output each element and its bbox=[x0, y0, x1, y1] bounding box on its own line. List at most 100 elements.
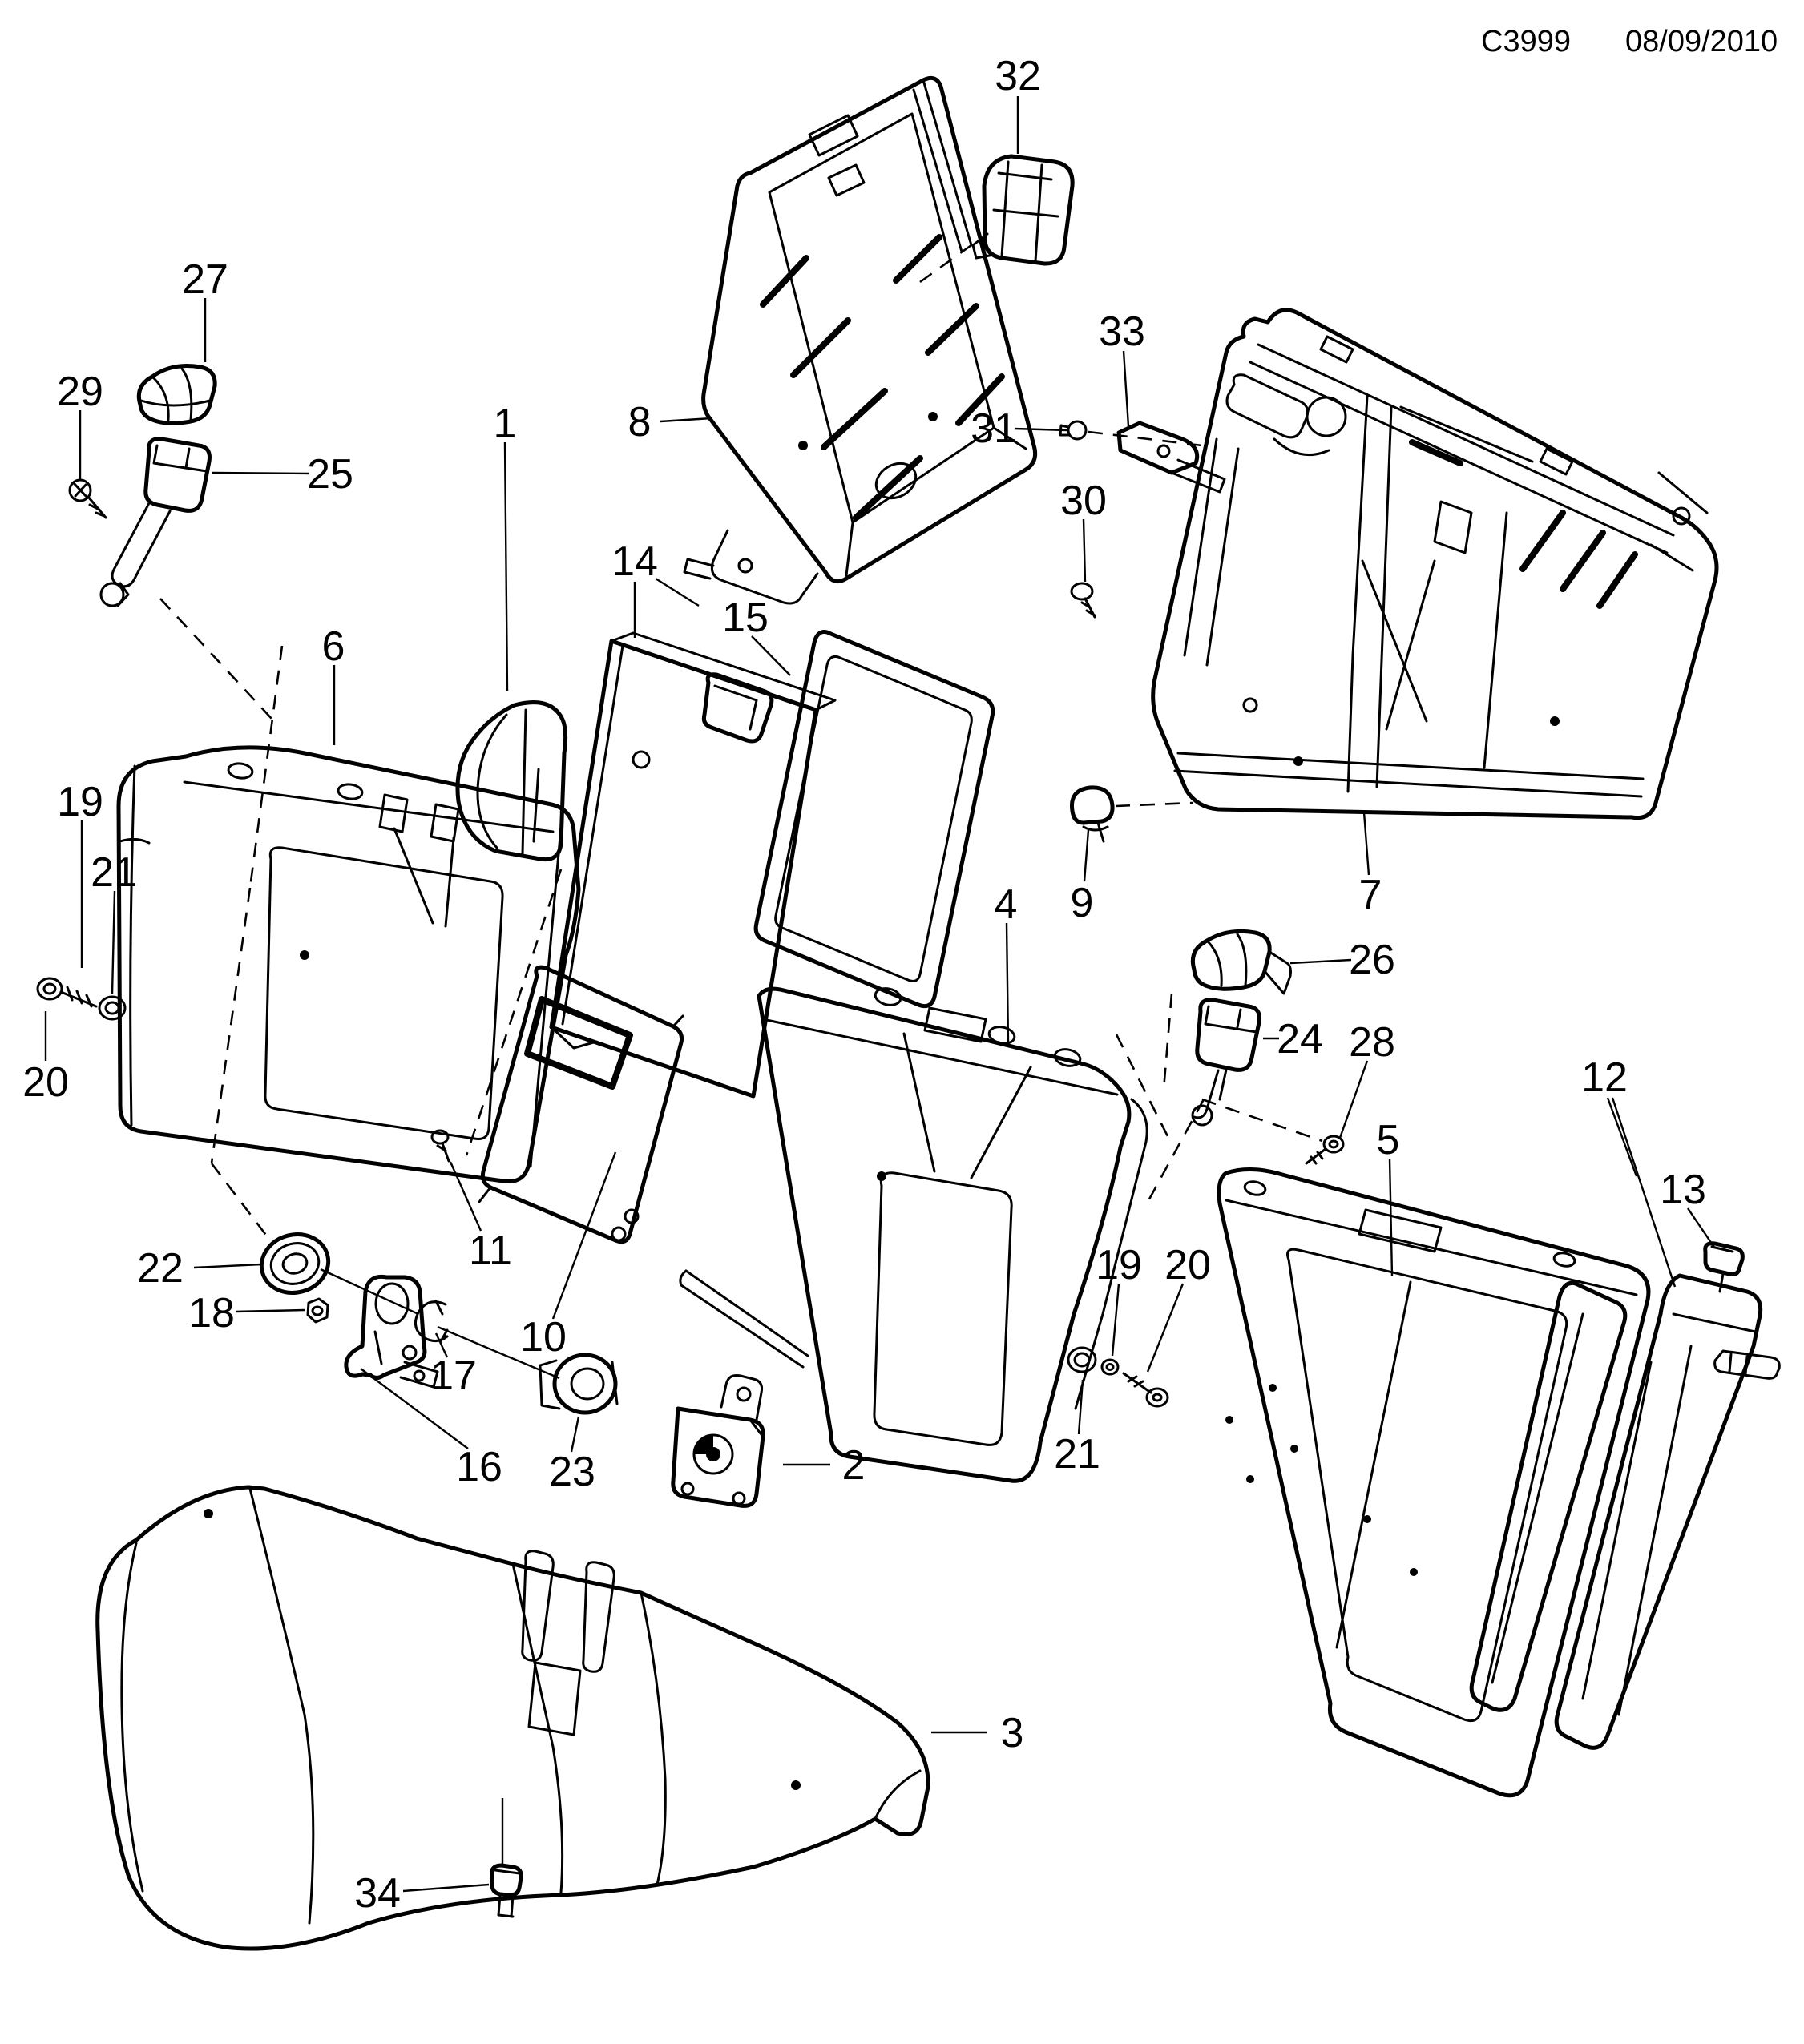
part-26-guide-cap-drawing bbox=[1190, 929, 1292, 995]
part-label-13: 13 bbox=[1660, 1167, 1706, 1213]
part-label-19: 19 bbox=[1096, 1242, 1142, 1288]
leader-line-18 bbox=[235, 1308, 305, 1313]
leader-line-1 bbox=[503, 441, 509, 691]
leader-line-21 bbox=[1077, 1379, 1084, 1435]
part-label-4: 4 bbox=[995, 881, 1018, 928]
part-19-lockwasher-right-drawing bbox=[1100, 1358, 1120, 1376]
leader-line-21 bbox=[111, 890, 116, 994]
part-label-10: 10 bbox=[520, 1314, 567, 1361]
part-label-3: 3 bbox=[1001, 1710, 1024, 1756]
part-20-screw-left-drawing bbox=[36, 977, 98, 1008]
leader-line-4 bbox=[1005, 922, 1010, 1042]
part-18-nut-drawing bbox=[306, 1297, 329, 1324]
part-label-27: 27 bbox=[182, 256, 228, 303]
part-label-8: 8 bbox=[628, 399, 652, 445]
part-label-22: 22 bbox=[137, 1245, 184, 1292]
part-27-guide-cap-drawing bbox=[136, 364, 217, 425]
part-label-30: 30 bbox=[1060, 478, 1107, 524]
construction-dashed-lines bbox=[159, 244, 1323, 1238]
part-28-screw-drawing bbox=[1305, 1135, 1345, 1165]
part-32-latch-cover-drawing bbox=[971, 154, 1075, 266]
part-label-19: 19 bbox=[57, 779, 103, 825]
leader-line-10 bbox=[551, 1151, 617, 1320]
drawing-code: C3999 bbox=[1481, 25, 1571, 58]
part-label-9: 9 bbox=[1071, 880, 1094, 926]
part-7-frame-drawing bbox=[1151, 308, 1719, 820]
part-label-33: 33 bbox=[1099, 308, 1145, 355]
part-9-clip-drawing bbox=[1069, 785, 1115, 843]
part-label-12: 12 bbox=[1581, 1054, 1628, 1101]
part-30-screw-drawing bbox=[1070, 582, 1096, 619]
part-21-washer-right-drawing bbox=[1067, 1346, 1097, 1373]
leader-line-14 bbox=[655, 577, 700, 607]
part-label-15: 15 bbox=[722, 595, 769, 641]
part-2-latch-drawing bbox=[671, 1374, 765, 1508]
leader-line-22 bbox=[193, 1263, 262, 1269]
part-1-cover-drawing bbox=[455, 700, 568, 862]
leader-line-31 bbox=[1014, 427, 1068, 432]
part-25-guide-drawing bbox=[99, 437, 212, 607]
leader-line-12 bbox=[1606, 1097, 1638, 1177]
leader-line-25 bbox=[211, 471, 310, 475]
part-label-34: 34 bbox=[354, 1870, 401, 1917]
part-21-washer-left-drawing bbox=[98, 995, 127, 1021]
part-label-32: 32 bbox=[995, 53, 1041, 99]
part-label-21: 21 bbox=[1054, 1431, 1100, 1478]
part-15-mat-drawing bbox=[753, 630, 995, 1009]
part-3-seat-cushion-drawing bbox=[95, 1485, 930, 1951]
part-label-16: 16 bbox=[456, 1444, 502, 1490]
leader-line-16 bbox=[360, 1368, 469, 1449]
leader-line-12 bbox=[1611, 1097, 1677, 1288]
part-17-clip-drawing bbox=[414, 1300, 449, 1343]
part-label-1: 1 bbox=[494, 401, 517, 447]
leader-line-33 bbox=[1122, 350, 1130, 427]
part-label-23: 23 bbox=[549, 1449, 595, 1495]
part-10-armrest-drawing bbox=[478, 965, 684, 1244]
part-label-31: 31 bbox=[971, 405, 1017, 452]
part-label-25: 25 bbox=[307, 451, 353, 498]
leader-line-9 bbox=[1083, 829, 1090, 882]
leader-line-20 bbox=[1146, 1283, 1185, 1373]
part-label-2: 2 bbox=[842, 1442, 866, 1489]
drawing-date: 08/09/2010 bbox=[1625, 25, 1778, 58]
part-label-21: 21 bbox=[91, 849, 137, 896]
part-20-screw-right-drawing bbox=[1122, 1372, 1169, 1408]
part-11-screw-drawing bbox=[430, 1129, 450, 1163]
part-24-guide-drawing bbox=[1191, 998, 1261, 1127]
part-label-28: 28 bbox=[1349, 1019, 1395, 1066]
leader-line-11 bbox=[449, 1161, 482, 1232]
part-label-20: 20 bbox=[22, 1059, 69, 1106]
leader-line-26 bbox=[1289, 958, 1352, 965]
leader-line-8 bbox=[660, 417, 712, 423]
part-14-tray-drawing bbox=[549, 631, 837, 1099]
part-29-screw-drawing bbox=[68, 478, 107, 519]
leader-line-23 bbox=[570, 1416, 580, 1453]
leader-line-30 bbox=[1082, 518, 1087, 583]
part-label-14: 14 bbox=[611, 538, 658, 585]
part-8-frame-drawing bbox=[683, 75, 1038, 605]
part-label-20: 20 bbox=[1164, 1242, 1211, 1288]
part-label-17: 17 bbox=[430, 1353, 477, 1399]
part-12-bolster-left-drawing bbox=[1469, 1280, 1628, 1712]
part-label-29: 29 bbox=[57, 369, 103, 415]
part-5-backrest-cushion-drawing bbox=[1217, 1167, 1651, 1798]
part-label-18: 18 bbox=[188, 1290, 235, 1336]
leader-line-7 bbox=[1362, 812, 1370, 876]
leader-line-5 bbox=[1388, 1158, 1394, 1276]
part-12-bolster-right-drawing bbox=[1554, 1273, 1781, 1750]
part-4-backrest-cushion-drawing bbox=[679, 986, 1148, 1483]
part-22-bezel-drawing bbox=[259, 1232, 331, 1295]
assembly-axis-lines bbox=[320, 1268, 560, 1380]
leader-line-17 bbox=[434, 1332, 449, 1358]
part-33-bracket-drawing bbox=[1116, 421, 1226, 494]
part-label-6: 6 bbox=[322, 623, 345, 670]
part-label-7: 7 bbox=[1359, 872, 1382, 918]
part-23-socket-drawing bbox=[539, 1353, 619, 1415]
leader-line-34 bbox=[402, 1883, 490, 1893]
part-label-11: 11 bbox=[469, 1228, 512, 1274]
leader-line-15 bbox=[751, 635, 791, 676]
leader-line-28 bbox=[1338, 1060, 1369, 1139]
part-16-bracket-drawing bbox=[344, 1274, 439, 1389]
